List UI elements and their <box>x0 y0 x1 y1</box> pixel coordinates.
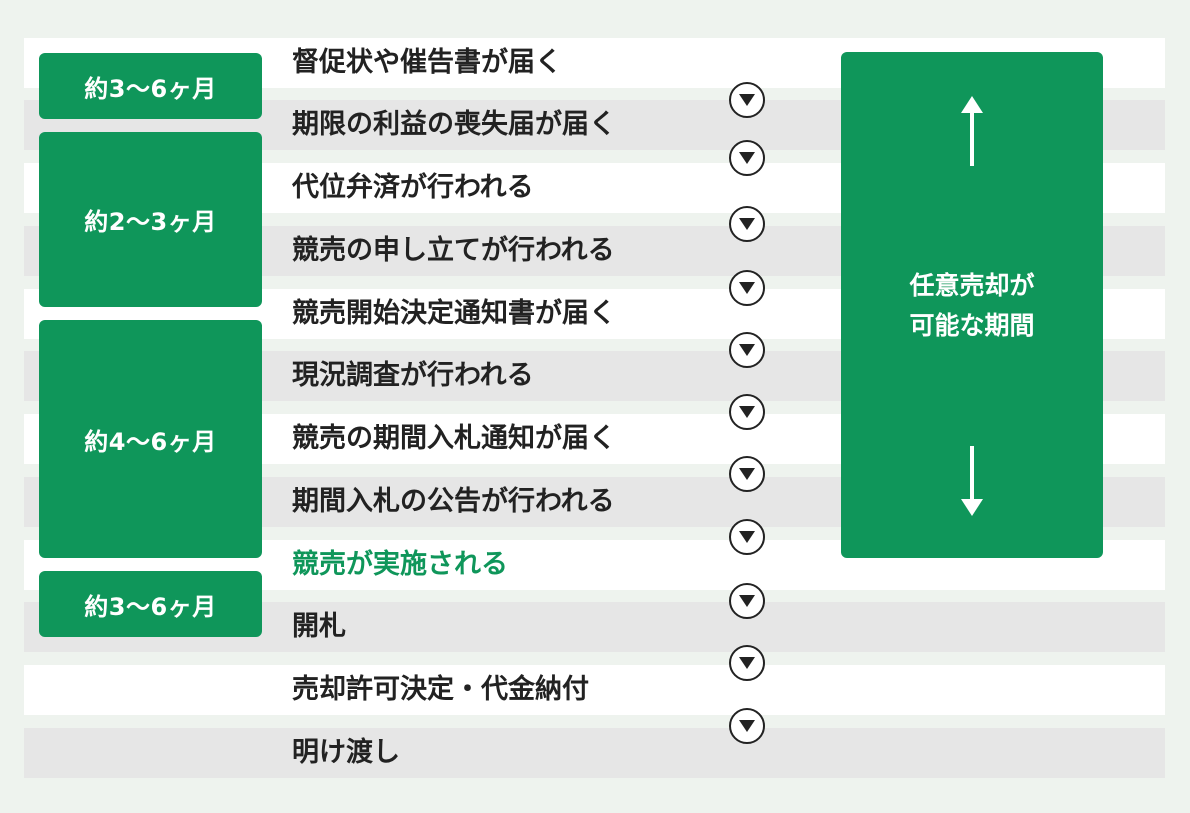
step-label: 競売の期間入札通知が届く <box>292 423 616 454</box>
down-triangle-circle-icon <box>729 519 765 555</box>
period-label: 約3〜6ヶ月 <box>84 592 217 621</box>
period-box-2: 約2〜3ヶ月 <box>39 132 262 307</box>
period-box-1: 約3〜6ヶ月 <box>39 53 262 119</box>
down-triangle-circle-icon <box>729 708 765 744</box>
period-label: 約4〜6ヶ月 <box>84 427 217 456</box>
voluntary-sale-label: 任意売却が 可能な期間 <box>841 266 1103 346</box>
arrow-up-icon <box>958 96 986 170</box>
step-label-auction: 競売が実施される <box>292 549 508 580</box>
step-label: 期限の利益の喪失届が届く <box>292 109 616 140</box>
step-label: 競売の申し立てが行われる <box>292 235 615 266</box>
step-label: 明け渡し <box>292 737 400 768</box>
row-stripe <box>24 665 1165 715</box>
step-label: 期間入札の公告が行われる <box>292 486 615 517</box>
period-label: 約2〜3ヶ月 <box>84 208 217 236</box>
down-triangle-circle-icon <box>729 583 765 619</box>
down-triangle-circle-icon <box>729 206 765 242</box>
period-box-4: 約3〜6ヶ月 <box>39 571 262 637</box>
step-label: 現況調査が行われる <box>292 360 534 391</box>
voluntary-sale-period-box: 任意売却が 可能な期間 <box>841 52 1103 558</box>
step-label: 督促状や催告書が届く <box>292 47 562 78</box>
down-triangle-circle-icon <box>729 394 765 430</box>
down-triangle-circle-icon <box>729 645 765 681</box>
step-label: 競売開始決定通知書が届く <box>292 298 616 329</box>
step-label: 代位弁済が行われる <box>292 172 534 203</box>
down-triangle-circle-icon <box>729 456 765 492</box>
step-label: 開札 <box>292 611 346 642</box>
period-label: 約3〜6ヶ月 <box>84 74 217 103</box>
voluntary-sale-line2: 可能な期間 <box>909 311 1035 340</box>
down-triangle-circle-icon <box>729 140 765 176</box>
row-stripe <box>24 728 1165 778</box>
voluntary-sale-line1: 任意売却が <box>909 271 1035 300</box>
down-triangle-circle-icon <box>729 270 765 306</box>
step-label: 売却許可決定・代金納付 <box>292 674 589 705</box>
period-box-3: 約4〜6ヶ月 <box>39 320 262 558</box>
arrow-down-icon <box>958 446 986 520</box>
down-triangle-circle-icon <box>729 82 765 118</box>
down-triangle-circle-icon <box>729 332 765 368</box>
